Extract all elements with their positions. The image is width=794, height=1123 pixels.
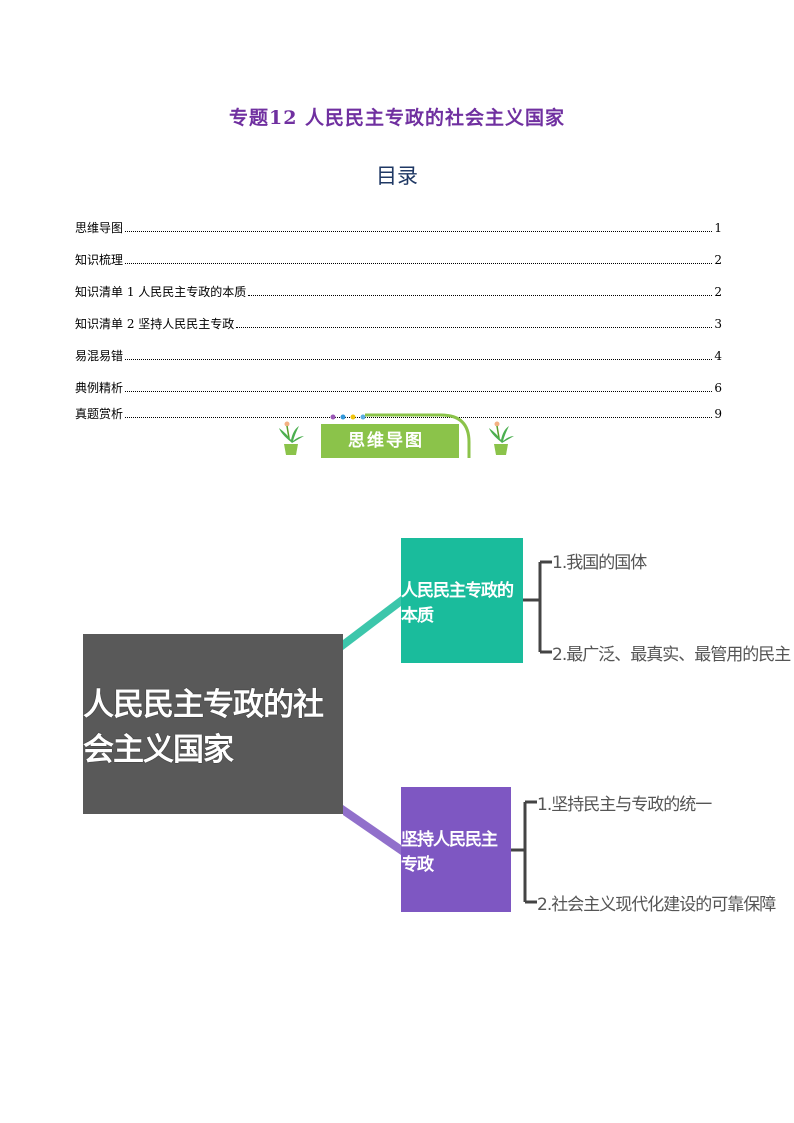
toc-leader-dots	[125, 359, 713, 360]
toc-leader-dots	[125, 391, 713, 392]
toc-entry-page: 2	[714, 253, 722, 267]
banner-title: 思维导图	[348, 431, 424, 451]
toc-entry[interactable]: 思维导图 1	[75, 203, 722, 235]
leaf-node: 1.坚持民主与专政的统一	[537, 795, 712, 815]
toc-leader-dots	[248, 295, 713, 296]
leaf-node: 2.社会主义现代化建设的可靠保障	[537, 895, 776, 915]
toc-entry-page: 1	[714, 221, 722, 235]
leaf-node: 2.最广泛、最真实、最管用的民主	[552, 645, 791, 665]
toc-entry-label: 知识清单 2 坚持人民民主专政	[75, 317, 235, 331]
toc-entry[interactable]: 典例精析 6	[75, 363, 722, 395]
mind-map-root: 人民民主专政的社会主义国家	[83, 634, 343, 814]
toc-entry[interactable]: 知识梳理 2	[75, 235, 722, 267]
toc-entry-label: 知识梳理	[75, 253, 124, 267]
toc-heading: 目录	[376, 164, 418, 188]
toc-entry[interactable]: 真题赏析 9	[75, 395, 722, 421]
toc-leader-dots	[125, 231, 713, 232]
branch-essence: 人民民主专政的本质	[401, 538, 523, 663]
toc-entry-page: 3	[714, 317, 722, 331]
toc-entry-label: 典例精析	[75, 381, 124, 395]
table-of-contents: 思维导图 1 知识梳理 2 知识清单 1 人民民主专政的本质 2 知识清单 2 …	[75, 203, 722, 421]
toc-entry-label: 易混易错	[75, 349, 124, 363]
document-title: 专题12 人民民主专政的社会主义国家	[228, 107, 566, 129]
toc-entry-label: 知识清单 1 人民民主专政的本质	[75, 285, 247, 299]
plant-icon	[489, 421, 514, 455]
branch-uphold: 坚持人民民主专政	[401, 787, 511, 912]
root-label: 人民民主专政的社会主义国家	[83, 687, 324, 768]
banner-box: 思维导图	[321, 412, 471, 460]
mind-map-connectors	[343, 560, 552, 904]
toc-entry-page: 2	[714, 285, 722, 299]
leaf-node: 1.我国的国体	[552, 553, 647, 573]
toc-entry-page: 4	[714, 349, 722, 363]
toc-entry-label: 真题赏析	[75, 407, 124, 421]
toc-leader-dots	[236, 327, 713, 328]
toc-leader-dots	[125, 263, 713, 264]
banner-shape	[321, 413, 471, 458]
toc-entry[interactable]: 易混易错 4	[75, 331, 722, 363]
toc-entry[interactable]: 知识清单 1 人民民主专政的本质 2	[75, 267, 722, 299]
plant-icon	[279, 421, 304, 455]
branch-label: 坚持人民民主专政	[401, 829, 498, 875]
toc-entry-label: 思维导图	[75, 221, 124, 235]
toc-entry-page: 9	[714, 407, 722, 421]
toc-entry[interactable]: 知识清单 2 坚持人民民主专政 3	[75, 299, 722, 331]
branch-label: 人民民主专政的本质	[401, 580, 514, 626]
toc-leader-dots	[125, 417, 713, 418]
toc-entry-page: 6	[714, 381, 722, 395]
mind-map: 人民民主专政的社会主义国家 人民民主专政的本质 坚持人民民主专政 1.我国的国体…	[0, 530, 794, 930]
section-banner: 思维导图	[277, 412, 517, 462]
